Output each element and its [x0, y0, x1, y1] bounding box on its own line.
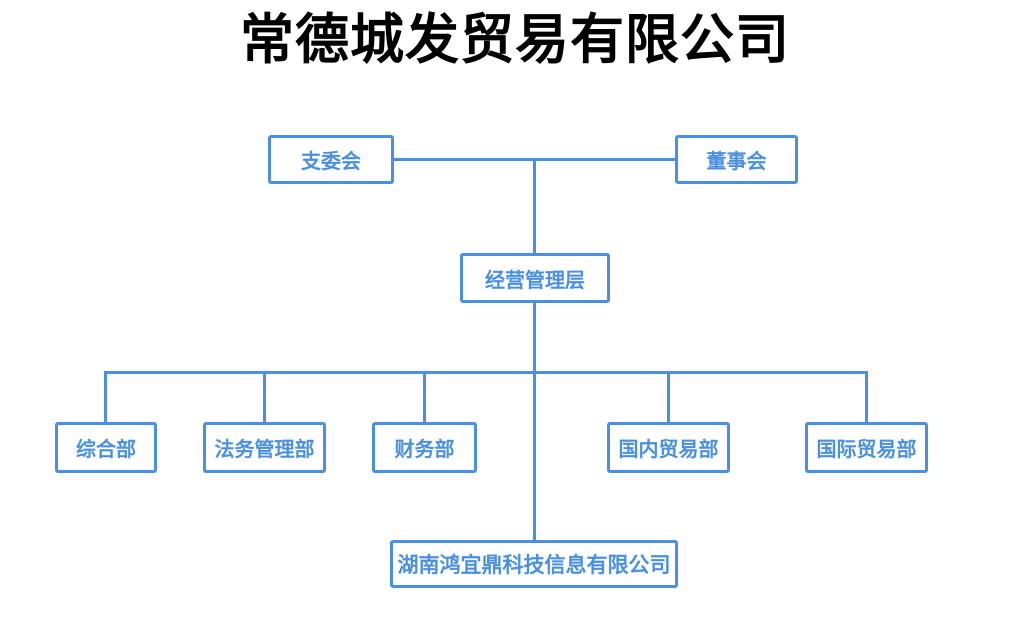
node-label: 董事会: [706, 151, 767, 173]
node-label: 支委会: [301, 151, 361, 173]
node-label: 法务管理部: [214, 439, 315, 461]
node-legal-management-dept: 法务管理部: [203, 422, 326, 473]
connector-center-vertical-lower: [533, 302, 536, 540]
node-label: 财务部: [394, 439, 455, 461]
connector-stub-general-dept: [104, 371, 107, 422]
connector-stub-finance-dept: [423, 371, 426, 422]
connector-stub-international-trade: [865, 371, 868, 422]
node-general-dept: 综合部: [55, 422, 157, 473]
node-label: 国内贸易部: [618, 439, 719, 461]
node-international-trade-dept: 国际贸易部: [805, 422, 928, 473]
node-label: 经营管理层: [485, 269, 585, 292]
node-label: 国际贸易部: [816, 439, 917, 461]
node-management-level: 经营管理层: [460, 253, 610, 303]
chart-title: 常德城发贸易有限公司: [240, 10, 790, 70]
node-finance-dept: 财务部: [372, 422, 477, 473]
connector-stub-domestic-trade: [667, 371, 670, 422]
node-label: 湖南鸿宜鼎科技信息有限公司: [397, 554, 671, 577]
node-domestic-trade-dept: 国内贸易部: [607, 422, 730, 473]
connector-center-vertical-upper: [533, 158, 536, 255]
node-party-branch-committee: 支委会: [268, 135, 394, 184]
connector-branch-horizontal: [104, 371, 868, 374]
node-label: 综合部: [76, 439, 136, 461]
node-subsidiary-company: 湖南鸿宜鼎科技信息有限公司: [390, 540, 678, 588]
node-board-of-directors: 董事会: [675, 135, 798, 184]
connector-stub-legal-dept: [263, 371, 266, 422]
